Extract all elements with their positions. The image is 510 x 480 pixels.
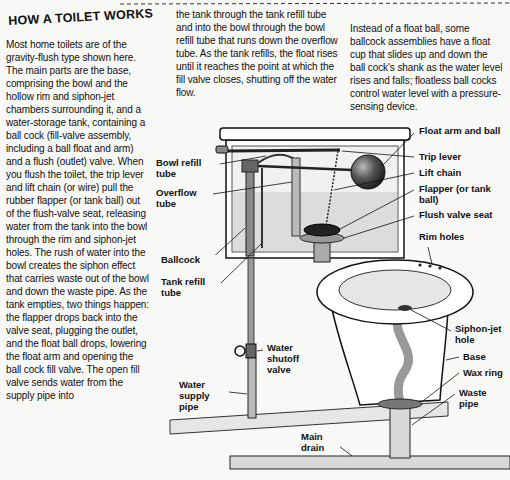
leader-lines (210, 133, 459, 456)
part-label: Bowl refill tube (155, 158, 219, 180)
body-text: Most home toilets are of the gravity-flu… (6, 38, 150, 402)
part-label: Waste pipe (458, 388, 508, 410)
water-supply-pipe (248, 358, 256, 418)
body-text: the tank through the tank refill tube an… (176, 8, 340, 99)
part-label: Main drain (300, 432, 340, 454)
waste-pipe (390, 403, 410, 458)
bowl-refill-tube (258, 155, 296, 163)
part-label: Water shutoff valve (266, 343, 314, 376)
tank-lid (220, 128, 410, 140)
trapway (397, 312, 408, 402)
tank-refill-tube (261, 168, 263, 248)
part-label: Wax ring (462, 368, 508, 379)
ballcock-valve (242, 160, 258, 172)
lift-chain (326, 151, 338, 226)
page-edge (120, 3, 510, 4)
ballcock (246, 170, 254, 256)
part-label: Ballcock (160, 255, 217, 266)
float-ball (351, 155, 385, 189)
overflow-tube (292, 158, 300, 236)
tank-water (233, 192, 397, 251)
body-text: Instead of a float ball, some ballcock a… (350, 22, 504, 113)
part-label: Siphon-jet hole (454, 324, 510, 346)
shutoff-valve (246, 344, 256, 358)
part-label: Float arm and ball (418, 126, 508, 137)
flapper (304, 224, 340, 236)
part-label: Overflow tube (155, 188, 212, 210)
supply-tube (248, 258, 254, 346)
part-label: Flapper (or tank ball) (418, 184, 508, 206)
tank-cutaway (232, 146, 398, 252)
page-title: HOW A TOILET WORKS (8, 6, 153, 28)
bowl-rim (317, 260, 473, 324)
handle (216, 146, 228, 153)
part-label: Base (462, 352, 508, 363)
float-arm (258, 166, 352, 170)
siphon-jet-hole (398, 305, 412, 311)
valve-wheel (235, 346, 245, 356)
tank (226, 140, 404, 258)
part-label: Rim holes (418, 232, 508, 243)
main-drain-pipe (230, 456, 510, 469)
bowl (339, 270, 451, 310)
wax-ring (378, 399, 422, 409)
part-label: Flush valve seat (418, 210, 508, 221)
part-label: Trip lever (418, 152, 508, 163)
trip-lever (228, 150, 340, 151)
part-label: Tank refill tube (160, 277, 220, 299)
part-label: Water supply pipe (178, 380, 228, 413)
part-label: Lift chain (418, 168, 508, 179)
